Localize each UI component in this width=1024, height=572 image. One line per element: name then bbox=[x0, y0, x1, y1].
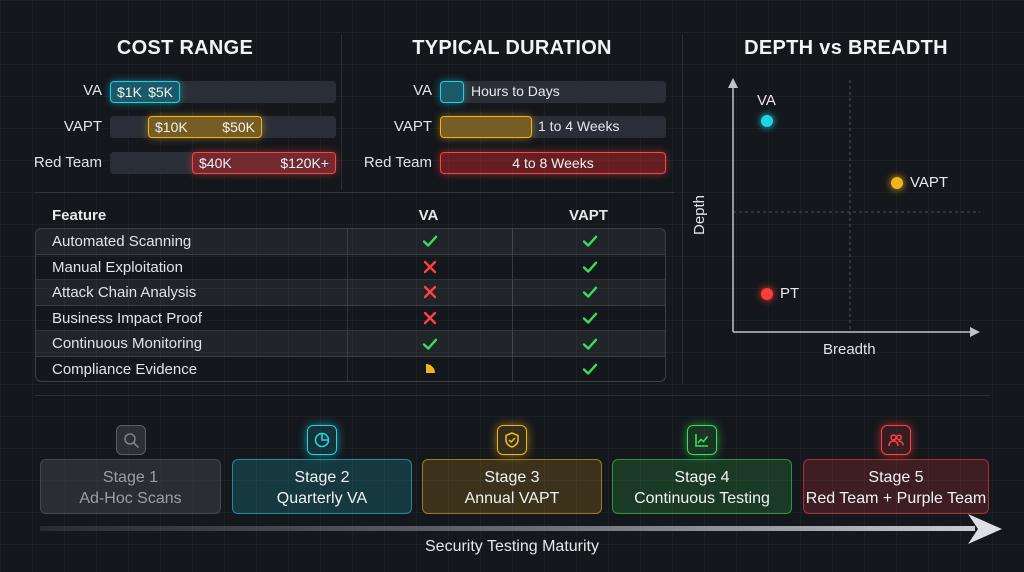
table-header-va: VA bbox=[418, 207, 439, 224]
table-feature-label: Manual Exploitation bbox=[52, 258, 183, 276]
table-cell-vapt bbox=[512, 305, 665, 331]
duration-value-redteam: 4 to 8 Weeks bbox=[512, 155, 594, 171]
stage-card-3[interactable]: Stage 3 Annual VAPT bbox=[422, 459, 602, 514]
table-feature-label: Automated Scanning bbox=[52, 233, 192, 250]
cost-range-title: COST RANGE bbox=[116, 37, 254, 59]
table-cell-va bbox=[347, 280, 512, 305]
stage-card-4[interactable]: Stage 4 Continuous Testing bbox=[612, 459, 792, 514]
duration-title: TYPICAL DURATION bbox=[412, 37, 612, 59]
divider-cost-duration bbox=[341, 34, 342, 190]
table-cell-vapt bbox=[512, 331, 665, 356]
table-cell-va bbox=[347, 331, 512, 356]
table-cell-vapt bbox=[512, 357, 665, 381]
duration-bar-vapt bbox=[440, 116, 532, 138]
scatter-xlabel: Breadth bbox=[823, 341, 876, 358]
cost-bar-va: $1K $5K bbox=[110, 81, 180, 103]
maturity-arrow bbox=[40, 514, 1002, 544]
scatter-label-pt: PT bbox=[780, 285, 800, 302]
table-row: Business Impact Proof bbox=[36, 305, 665, 332]
stage-name: Annual VAPT bbox=[464, 490, 560, 507]
scatter-y-arrow bbox=[728, 78, 738, 88]
stage-number: Stage 3 bbox=[484, 469, 540, 486]
table-feature-label: Business Impact Proof bbox=[52, 309, 203, 327]
scatter-label-vapt: VAPT bbox=[910, 174, 949, 191]
table-feature-label: Compliance Evidence bbox=[52, 361, 198, 378]
table-feature-label: Attack Chain Analysis bbox=[52, 284, 197, 302]
duration-track-vapt bbox=[440, 116, 666, 138]
scatter-point-pt bbox=[761, 288, 773, 300]
stage-name: Quarterly VA bbox=[276, 490, 368, 507]
duration-value-va: Hours to Days bbox=[471, 83, 560, 99]
table-cell-va bbox=[347, 305, 512, 331]
stage-number: Stage 1 bbox=[102, 469, 159, 486]
duration-track-va bbox=[440, 81, 666, 103]
divider-left-right bbox=[682, 34, 683, 384]
table-cell-vapt bbox=[512, 229, 665, 254]
table-feature-label: Continuous Monitoring bbox=[52, 335, 203, 353]
duration-label-va: VA bbox=[413, 82, 432, 99]
table-cell-vapt bbox=[512, 280, 665, 305]
duration-bar-redteam: 4 to 8 Weeks bbox=[440, 152, 666, 174]
duration-bar-va bbox=[440, 81, 464, 103]
stage-card-5[interactable]: Stage 5 Red Team + Purple Team bbox=[803, 459, 989, 514]
table-header-vapt: VAPT bbox=[569, 207, 608, 224]
scatter-point-va bbox=[761, 115, 773, 127]
cost-redteam-high: $120K+ bbox=[280, 155, 329, 171]
table-row: Compliance Evidence bbox=[36, 357, 665, 381]
cost-bar-vapt: $10K $50K bbox=[148, 116, 262, 138]
cost-vapt-high: $50K bbox=[222, 119, 255, 135]
stage-number: Stage 4 bbox=[674, 469, 730, 486]
scatter-plot bbox=[728, 78, 980, 337]
cost-va-low: $1K bbox=[117, 84, 142, 100]
cost-track-va bbox=[110, 81, 336, 103]
divider-top-table bbox=[35, 192, 675, 193]
stage-name: Continuous Testing bbox=[634, 490, 770, 507]
duration-label-redteam: Red Team bbox=[363, 154, 432, 171]
cost-vapt-low: $10K bbox=[155, 119, 188, 135]
stage-name: Ad-Hoc Scans bbox=[79, 490, 182, 507]
scatter-x-arrow bbox=[970, 327, 980, 337]
cost-redteam-low: $40K bbox=[199, 155, 232, 171]
maturity-axis-label: Security Testing Maturity bbox=[425, 538, 599, 555]
stage-number: Stage 5 bbox=[868, 469, 924, 486]
stage-number: Stage 2 bbox=[294, 469, 350, 486]
users-icon bbox=[881, 425, 911, 455]
table-header-feature: Feature bbox=[52, 207, 107, 224]
scatter-point-vapt bbox=[891, 177, 903, 189]
stage-card-1[interactable]: Stage 1 Ad-Hoc Scans bbox=[40, 459, 221, 514]
table-cell-va bbox=[347, 229, 512, 254]
search-shield-icon bbox=[115, 425, 146, 455]
table-row: Attack Chain Analysis bbox=[36, 280, 665, 306]
cost-label-redteam: Red Team bbox=[33, 154, 102, 171]
scatter-label-va: VA bbox=[757, 92, 776, 109]
table-cell-va bbox=[347, 357, 512, 381]
cost-label-va: VA bbox=[83, 82, 102, 99]
cost-track-vapt bbox=[110, 116, 336, 138]
duration-value-vapt: 1 to 4 Weeks bbox=[538, 118, 620, 134]
divider-bottom bbox=[35, 395, 990, 396]
line-chart-icon bbox=[687, 425, 717, 455]
table-row: Continuous Monitoring bbox=[36, 331, 665, 357]
table-cell-va bbox=[347, 254, 512, 280]
cost-track-redteam bbox=[110, 152, 336, 174]
scatter-ylabel: Depth bbox=[691, 194, 708, 235]
cost-va-high: $5K bbox=[148, 84, 173, 100]
scatter-title: DEPTH vs BREADTH bbox=[744, 37, 948, 59]
stage-card-2[interactable]: Stage 2 Quarterly VA bbox=[232, 459, 412, 514]
table-row: Manual Exploitation bbox=[36, 254, 665, 281]
table-cell-vapt bbox=[512, 254, 665, 280]
table-row: Automated Scanning bbox=[36, 229, 665, 255]
cost-bar-redteam: $40K $120K+ bbox=[192, 152, 336, 174]
duration-label-vapt: VAPT bbox=[393, 118, 432, 135]
pie-chart-icon bbox=[307, 425, 337, 455]
cost-label-vapt: VAPT bbox=[63, 118, 102, 135]
stage-name: Red Team + Purple Team bbox=[805, 490, 987, 507]
shield-check-icon bbox=[497, 425, 527, 455]
